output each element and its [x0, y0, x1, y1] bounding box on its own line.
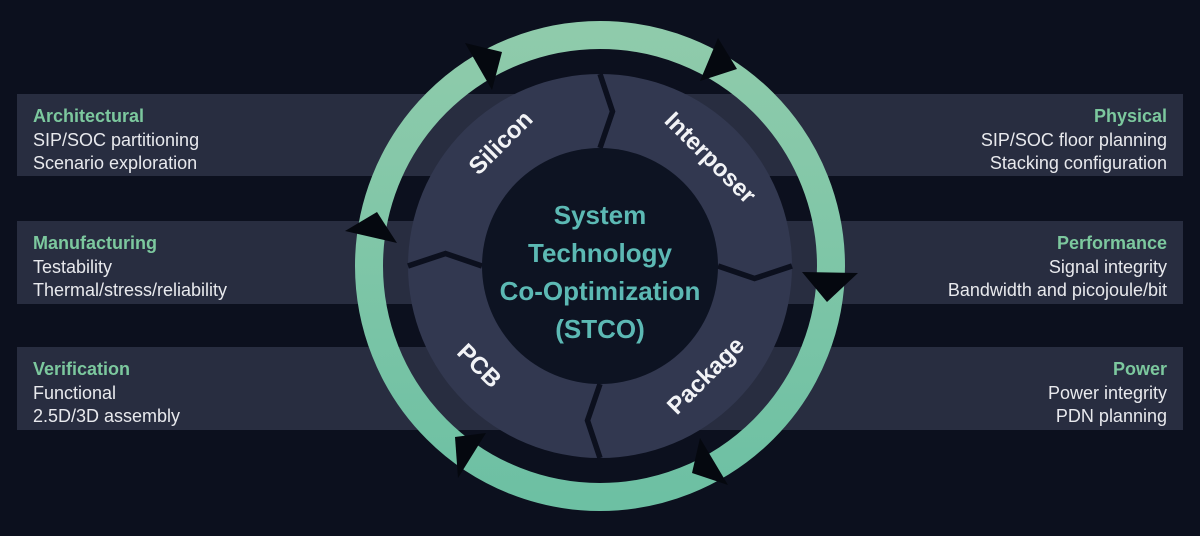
center-title-line: Technology — [528, 238, 673, 268]
band-line: SIP/SOC floor planning — [980, 130, 1167, 150]
band-manufacturing: Manufacturing Testability Thermal/stress… — [17, 221, 227, 304]
band-line: Bandwidth and picojoule/bit — [947, 280, 1167, 300]
band-line: PDN planning — [1055, 406, 1167, 426]
cycle-arrow-icon — [700, 38, 737, 81]
cycle-arrow-icon — [465, 43, 502, 90]
cycle-arrow-icon — [692, 438, 728, 485]
cycle-arrow-icon — [345, 212, 397, 243]
band-heading: Performance — [1056, 233, 1167, 253]
band-heading: Physical — [1093, 106, 1167, 126]
band-physical: Physical SIP/SOC floor planning Stacking… — [981, 94, 1183, 176]
band-power: Power Power integrity PDN planning — [1048, 347, 1183, 430]
band-line: Stacking configuration — [989, 153, 1167, 173]
band-heading: Manufacturing — [33, 233, 157, 253]
segment-divider — [584, 383, 603, 459]
band-performance: Performance Signal integrity Bandwidth a… — [948, 221, 1183, 304]
band-line: Functional — [33, 383, 117, 403]
band-line: Power integrity — [1047, 383, 1167, 403]
band-line: Signal integrity — [1048, 257, 1167, 277]
cycle-ring — [355, 21, 845, 511]
band-heading: Verification — [33, 359, 131, 379]
band-heading: Power — [1112, 359, 1167, 379]
center-title-line: (STCO) — [555, 314, 645, 344]
cycle-arrow-icon — [455, 433, 486, 478]
band-line: Thermal/stress/reliability — [33, 280, 228, 300]
band-line: Scenario exploration — [33, 153, 198, 173]
center-circle — [482, 148, 718, 384]
segment-divider — [597, 73, 616, 149]
segment-divider — [717, 263, 793, 282]
band-heading: Architectural — [33, 106, 145, 126]
segment-divider — [407, 250, 483, 269]
band-line: SIP/SOC partitioning — [33, 130, 200, 150]
band-architectural: Architectural SIP/SOC partitioning Scena… — [17, 94, 199, 176]
cycle-arrow-icon — [802, 272, 858, 302]
center-title-line: Co-Optimization — [500, 276, 701, 306]
band-line: 2.5D/3D assembly — [33, 406, 181, 426]
band-line: Testability — [33, 257, 113, 277]
center-title-line: System — [554, 200, 647, 230]
band-verification: Verification Functional 2.5D/3D assembly — [17, 347, 180, 430]
